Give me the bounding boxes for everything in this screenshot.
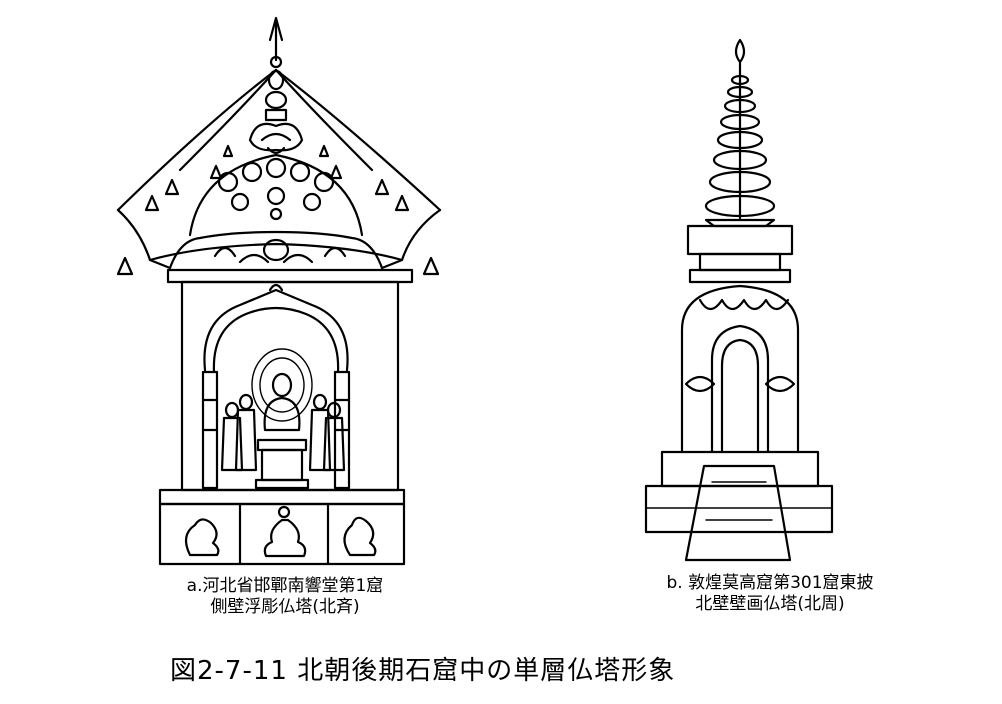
figure-title: 図2-7-11 北朝後期石窟中の単層仏塔形象 <box>170 656 676 686</box>
caption-b-line2: 北壁壁画仏塔(北周) <box>695 594 845 614</box>
caption-a-line2: 側壁浮彫仏塔(北斉) <box>210 597 360 617</box>
caption-a-line1: a.河北省邯鄲南響堂第1窟 <box>186 576 384 596</box>
caption-b-line1: b. 敦煌莫高窟第301窟東披 <box>666 573 874 593</box>
caption-a: a.河北省邯鄲南響堂第1窟 側壁浮彫仏塔(北斉) <box>130 576 440 618</box>
relief-pagoda-drawing <box>116 16 442 566</box>
mural-stupa-drawing <box>644 38 834 562</box>
caption-b: b. 敦煌莫高窟第301窟東披 北壁壁画仏塔(北周) <box>620 573 920 615</box>
